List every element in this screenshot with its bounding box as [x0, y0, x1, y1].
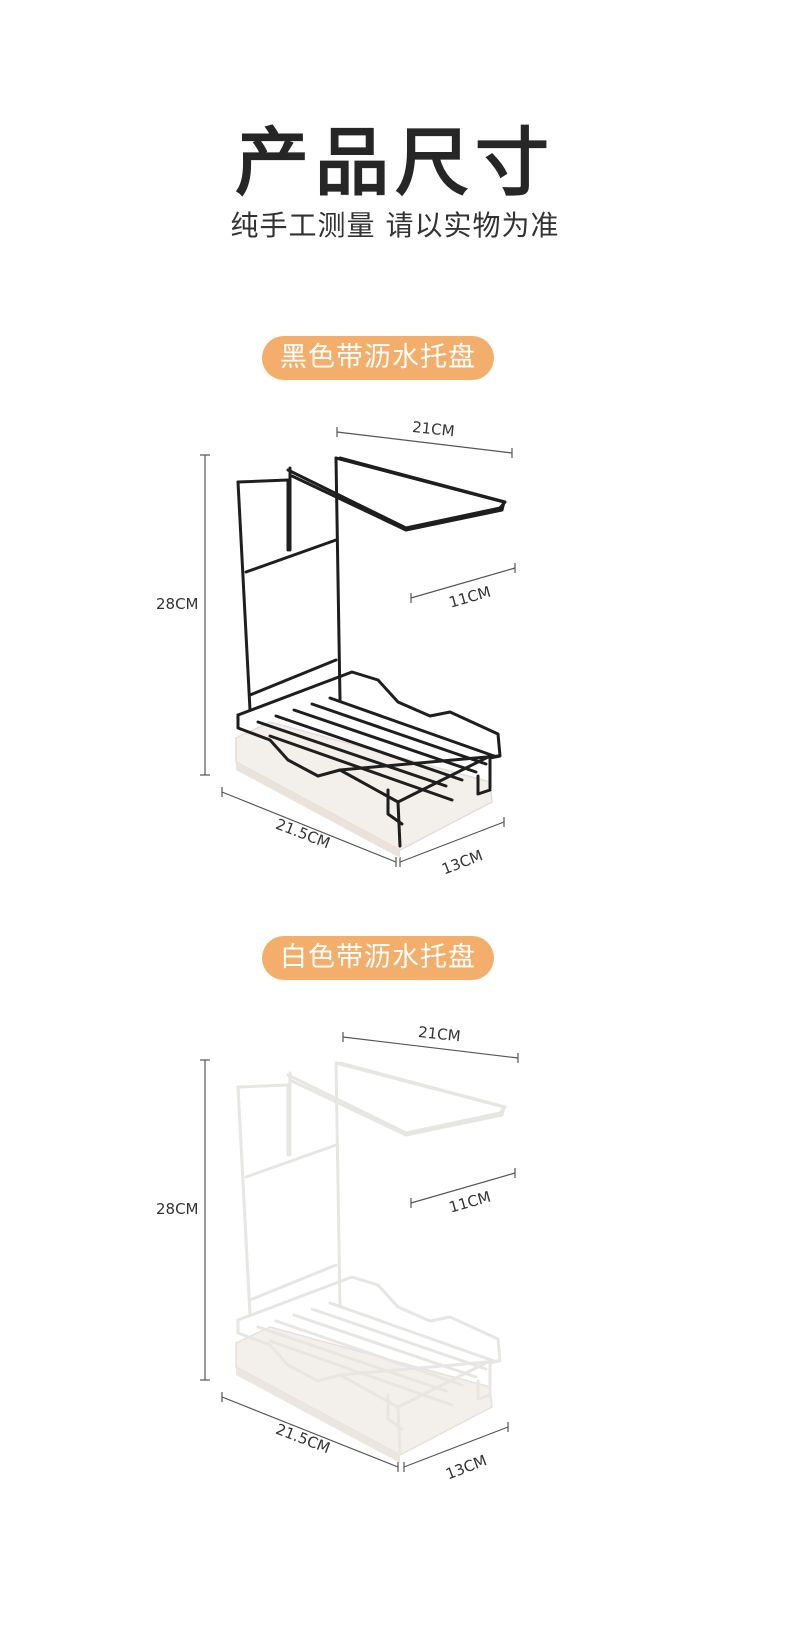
variant-label-white: 白色带沥水托盘	[262, 936, 494, 980]
product-figure-white: 21CM 11CM 28CM 21.5CM 13CM	[0, 1015, 790, 1485]
dim-top-width: 21CM	[417, 1023, 461, 1045]
product-figure-black: 21CM 11CM 28CM 21.5CM 13CM	[0, 410, 790, 880]
dim-base-depth: 13CM	[443, 1451, 489, 1483]
dim-top-depth: 11CM	[447, 583, 493, 612]
dimension-lines	[200, 1032, 519, 1472]
dimension-lines	[200, 427, 516, 867]
rack-illustration-black: 21CM 11CM 28CM 21.5CM 13CM	[156, 418, 516, 878]
wire-rack	[236, 456, 507, 848]
wire-rack	[236, 1061, 507, 1453]
dim-top-width: 21CM	[411, 418, 455, 440]
dim-height: 28CM	[156, 1200, 199, 1218]
page-subtitle: 纯手工测量 请以实物为准	[230, 209, 560, 242]
dim-top-depth: 11CM	[447, 1188, 493, 1217]
page-title: 产品尺寸	[235, 120, 555, 206]
rack-illustration-white: 21CM 11CM 28CM 21.5CM 13CM	[156, 1023, 519, 1483]
dim-base-width: 21.5CM	[273, 815, 333, 852]
dim-height: 28CM	[156, 595, 199, 613]
dim-base-depth: 13CM	[439, 846, 485, 878]
variant-label-black: 黑色带沥水托盘	[262, 336, 494, 380]
dim-base-width: 21.5CM	[273, 1420, 333, 1457]
